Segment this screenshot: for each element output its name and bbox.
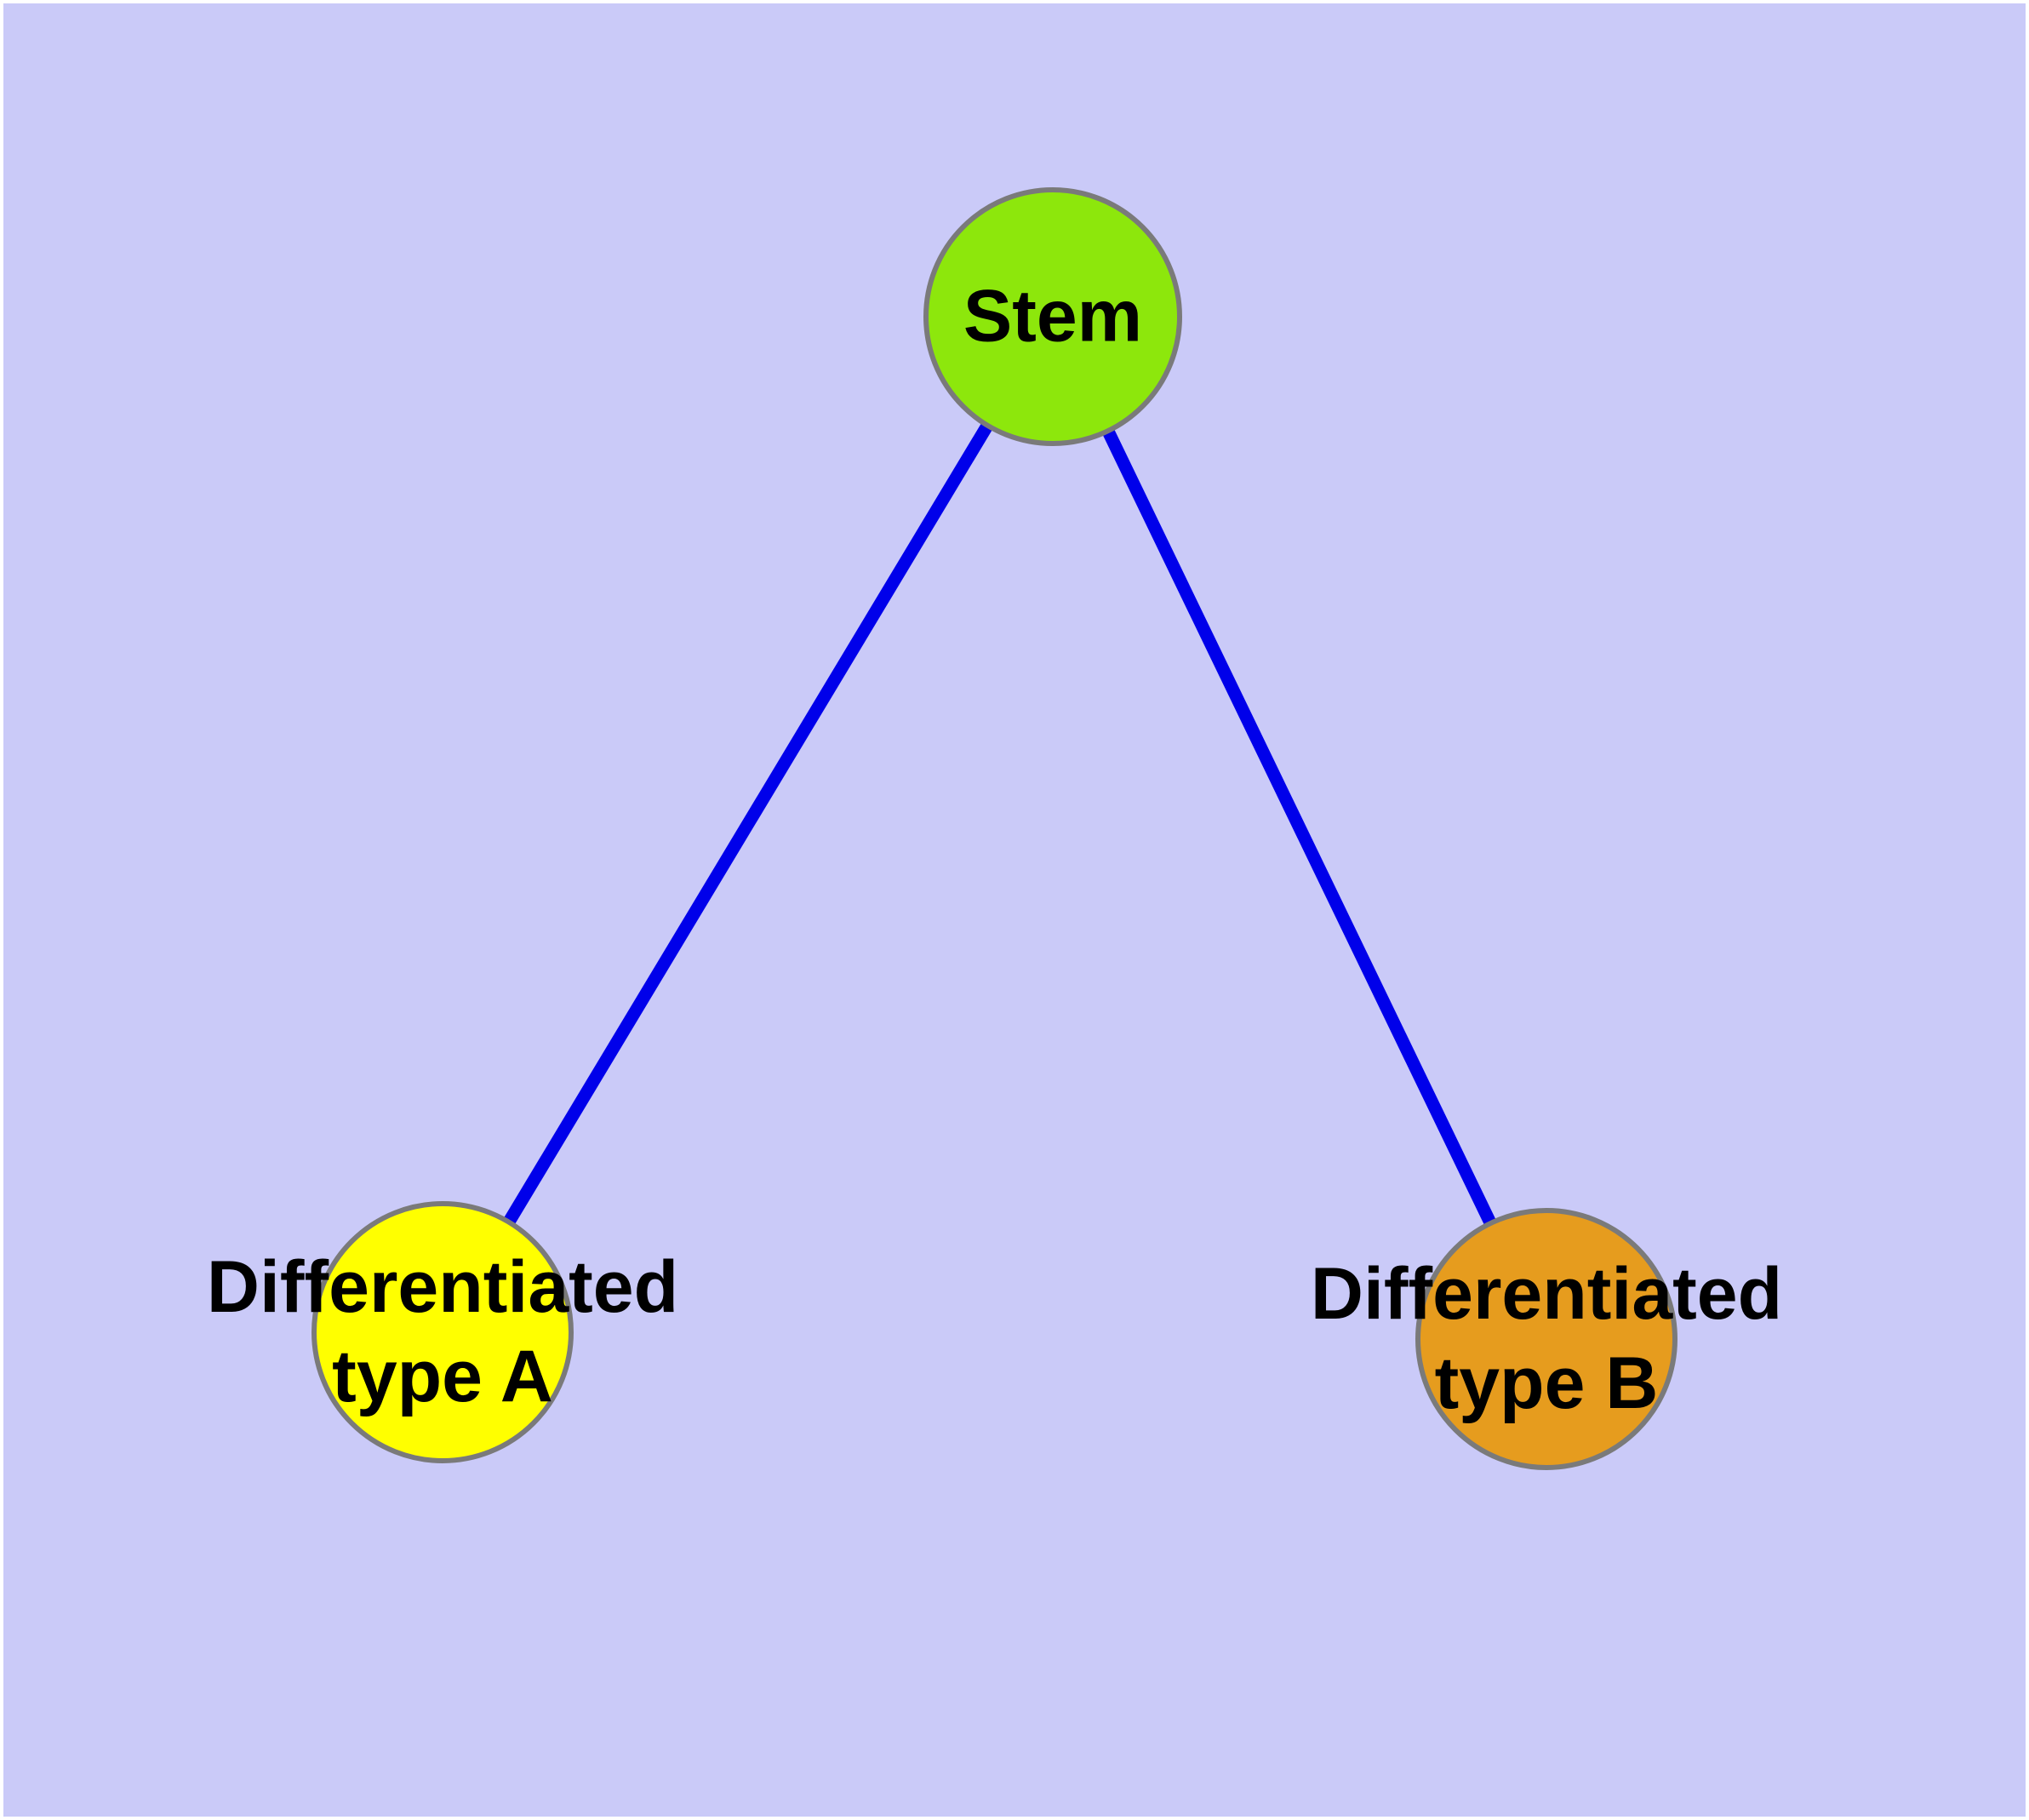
node-type-a-circle [311, 1201, 574, 1463]
edge-stem-type-b [1047, 313, 1552, 1342]
node-type-b-circle [1415, 1208, 1677, 1470]
node-layer [311, 187, 1677, 1470]
node-stem-circle [923, 187, 1182, 446]
edge-layer [437, 313, 1552, 1342]
graph-svg [311, 187, 1677, 1470]
edge-stem-type-a [437, 313, 1059, 1336]
